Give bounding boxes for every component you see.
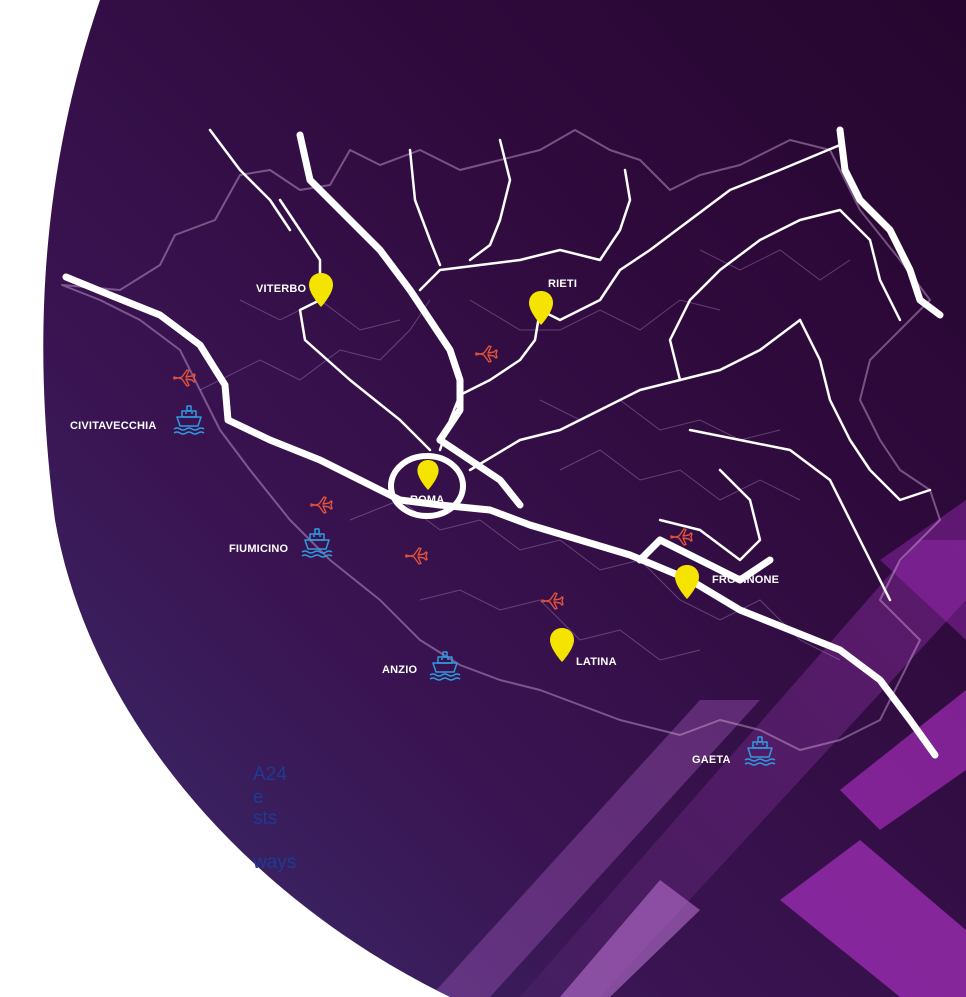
city-label-latina: LATINA xyxy=(576,656,617,668)
port-label-gaeta: GAETA xyxy=(692,754,731,766)
side-text-line-1: A24 xyxy=(253,764,287,785)
city-label-rieti: RIETI xyxy=(548,278,577,290)
side-text-line-2: e xyxy=(253,787,264,808)
side-text-line-3: sts xyxy=(253,808,278,829)
port-label-fiumicino: FIUMICINO xyxy=(229,543,288,555)
decorative-stripes xyxy=(430,500,966,997)
main-highways xyxy=(62,126,944,759)
city-label-roma: ROMA xyxy=(410,494,444,506)
port-label-anzio: ANZIO xyxy=(382,664,417,676)
map-labels: VITERBO RIETI ROMA FROSINONE LATINA CIVI… xyxy=(70,278,779,766)
region-border xyxy=(61,129,941,751)
city-label-frosinone: FROSINONE xyxy=(712,574,779,586)
city-label-viterbo: VITERBO xyxy=(256,283,307,295)
side-text-line-4: ways xyxy=(253,852,297,873)
port-label-civitavecchia: CIVITAVECCHIA xyxy=(70,420,157,432)
